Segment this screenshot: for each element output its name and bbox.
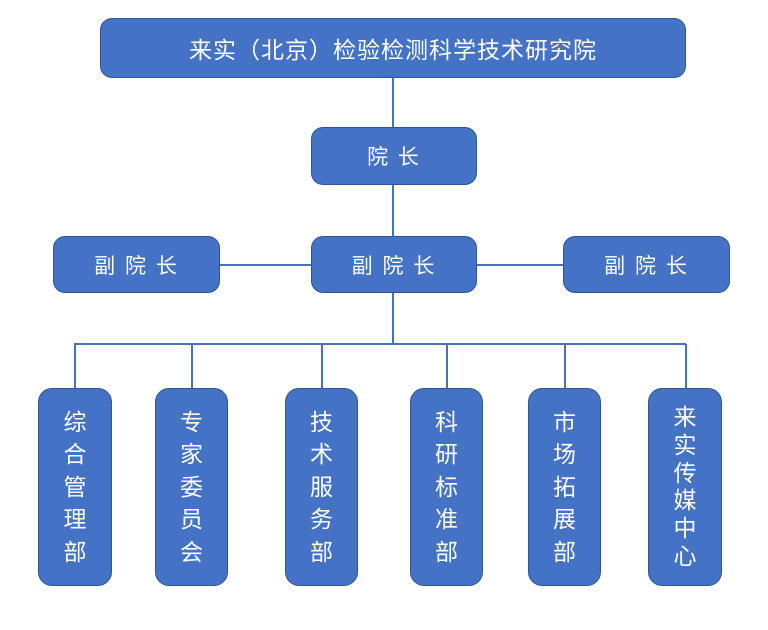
connector-vp-right	[477, 264, 563, 266]
node-vice-president-left: 副 院 长	[53, 236, 220, 293]
node-dept-technical-service: 技术服务部	[285, 388, 358, 586]
node-vice-president-center: 副 院 长	[311, 236, 477, 293]
node-vice-president-right: 副 院 长	[563, 236, 730, 293]
connector-drop-dept-3	[321, 344, 323, 388]
connector-vp-departments	[392, 293, 394, 343]
connector-vp-left	[220, 264, 311, 266]
node-institute: 来实（北京）检验检测科学技术研究院	[100, 18, 686, 78]
connector-drop-dept-1	[74, 344, 76, 388]
connector-institute-president	[392, 78, 394, 127]
connector-drop-dept-4	[446, 344, 448, 388]
connector-drop-dept-6	[685, 344, 687, 388]
connector-department-bus	[74, 343, 686, 345]
node-dept-general-management: 综合管理部	[38, 388, 112, 586]
node-president: 院 长	[311, 127, 477, 185]
connector-drop-dept-2	[191, 344, 193, 388]
node-dept-expert-committee: 专家委员会	[155, 388, 228, 586]
node-dept-market-expansion: 市场拓展部	[528, 388, 601, 586]
node-dept-research-standards: 科研标准部	[410, 388, 483, 586]
connector-president-vp	[392, 185, 394, 236]
node-dept-laishi-media-center: 来实传媒中心	[648, 388, 722, 586]
connector-drop-dept-5	[564, 344, 566, 388]
